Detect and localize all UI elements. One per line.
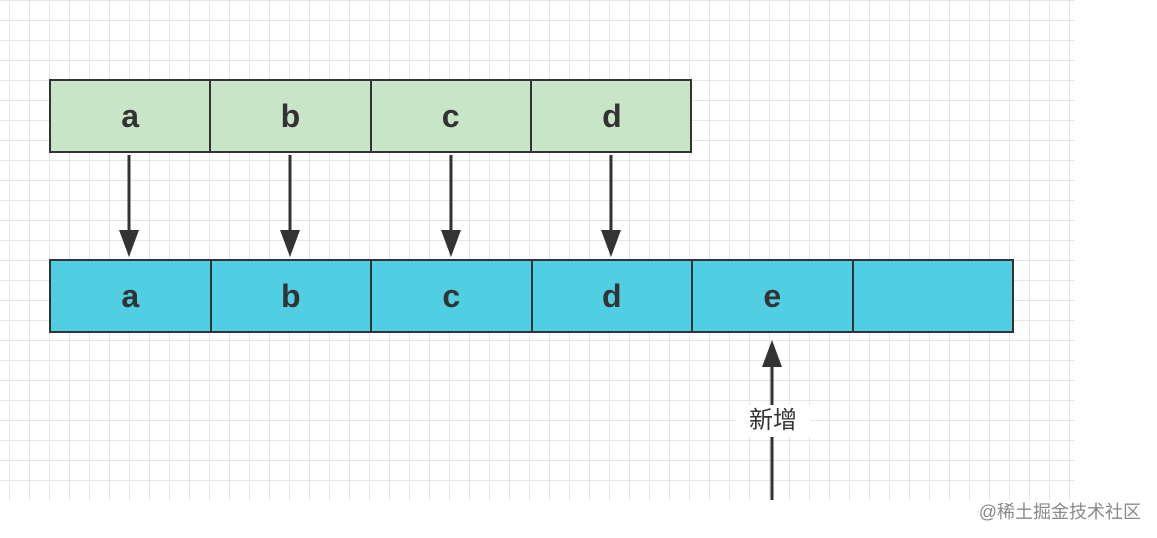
new-array-cell: e [693,261,854,331]
new-array-cell: b [212,261,372,331]
grid-background [0,0,1075,500]
new-array-cell-empty [854,261,1015,331]
old-array-cell: c [372,81,532,151]
old-array: a b c d [49,79,692,153]
new-array-cell: c [372,261,533,331]
new-array-cell: a [51,261,212,331]
watermark: @稀土掘金技术社区 [978,502,1141,522]
new-array-cell: d [533,261,693,331]
old-array-cell: a [51,81,212,151]
old-array-cell: b [211,81,372,151]
new-array: a b c d e [49,259,1014,333]
add-label: 新增 [736,405,810,437]
old-array-cell: d [602,97,622,134]
